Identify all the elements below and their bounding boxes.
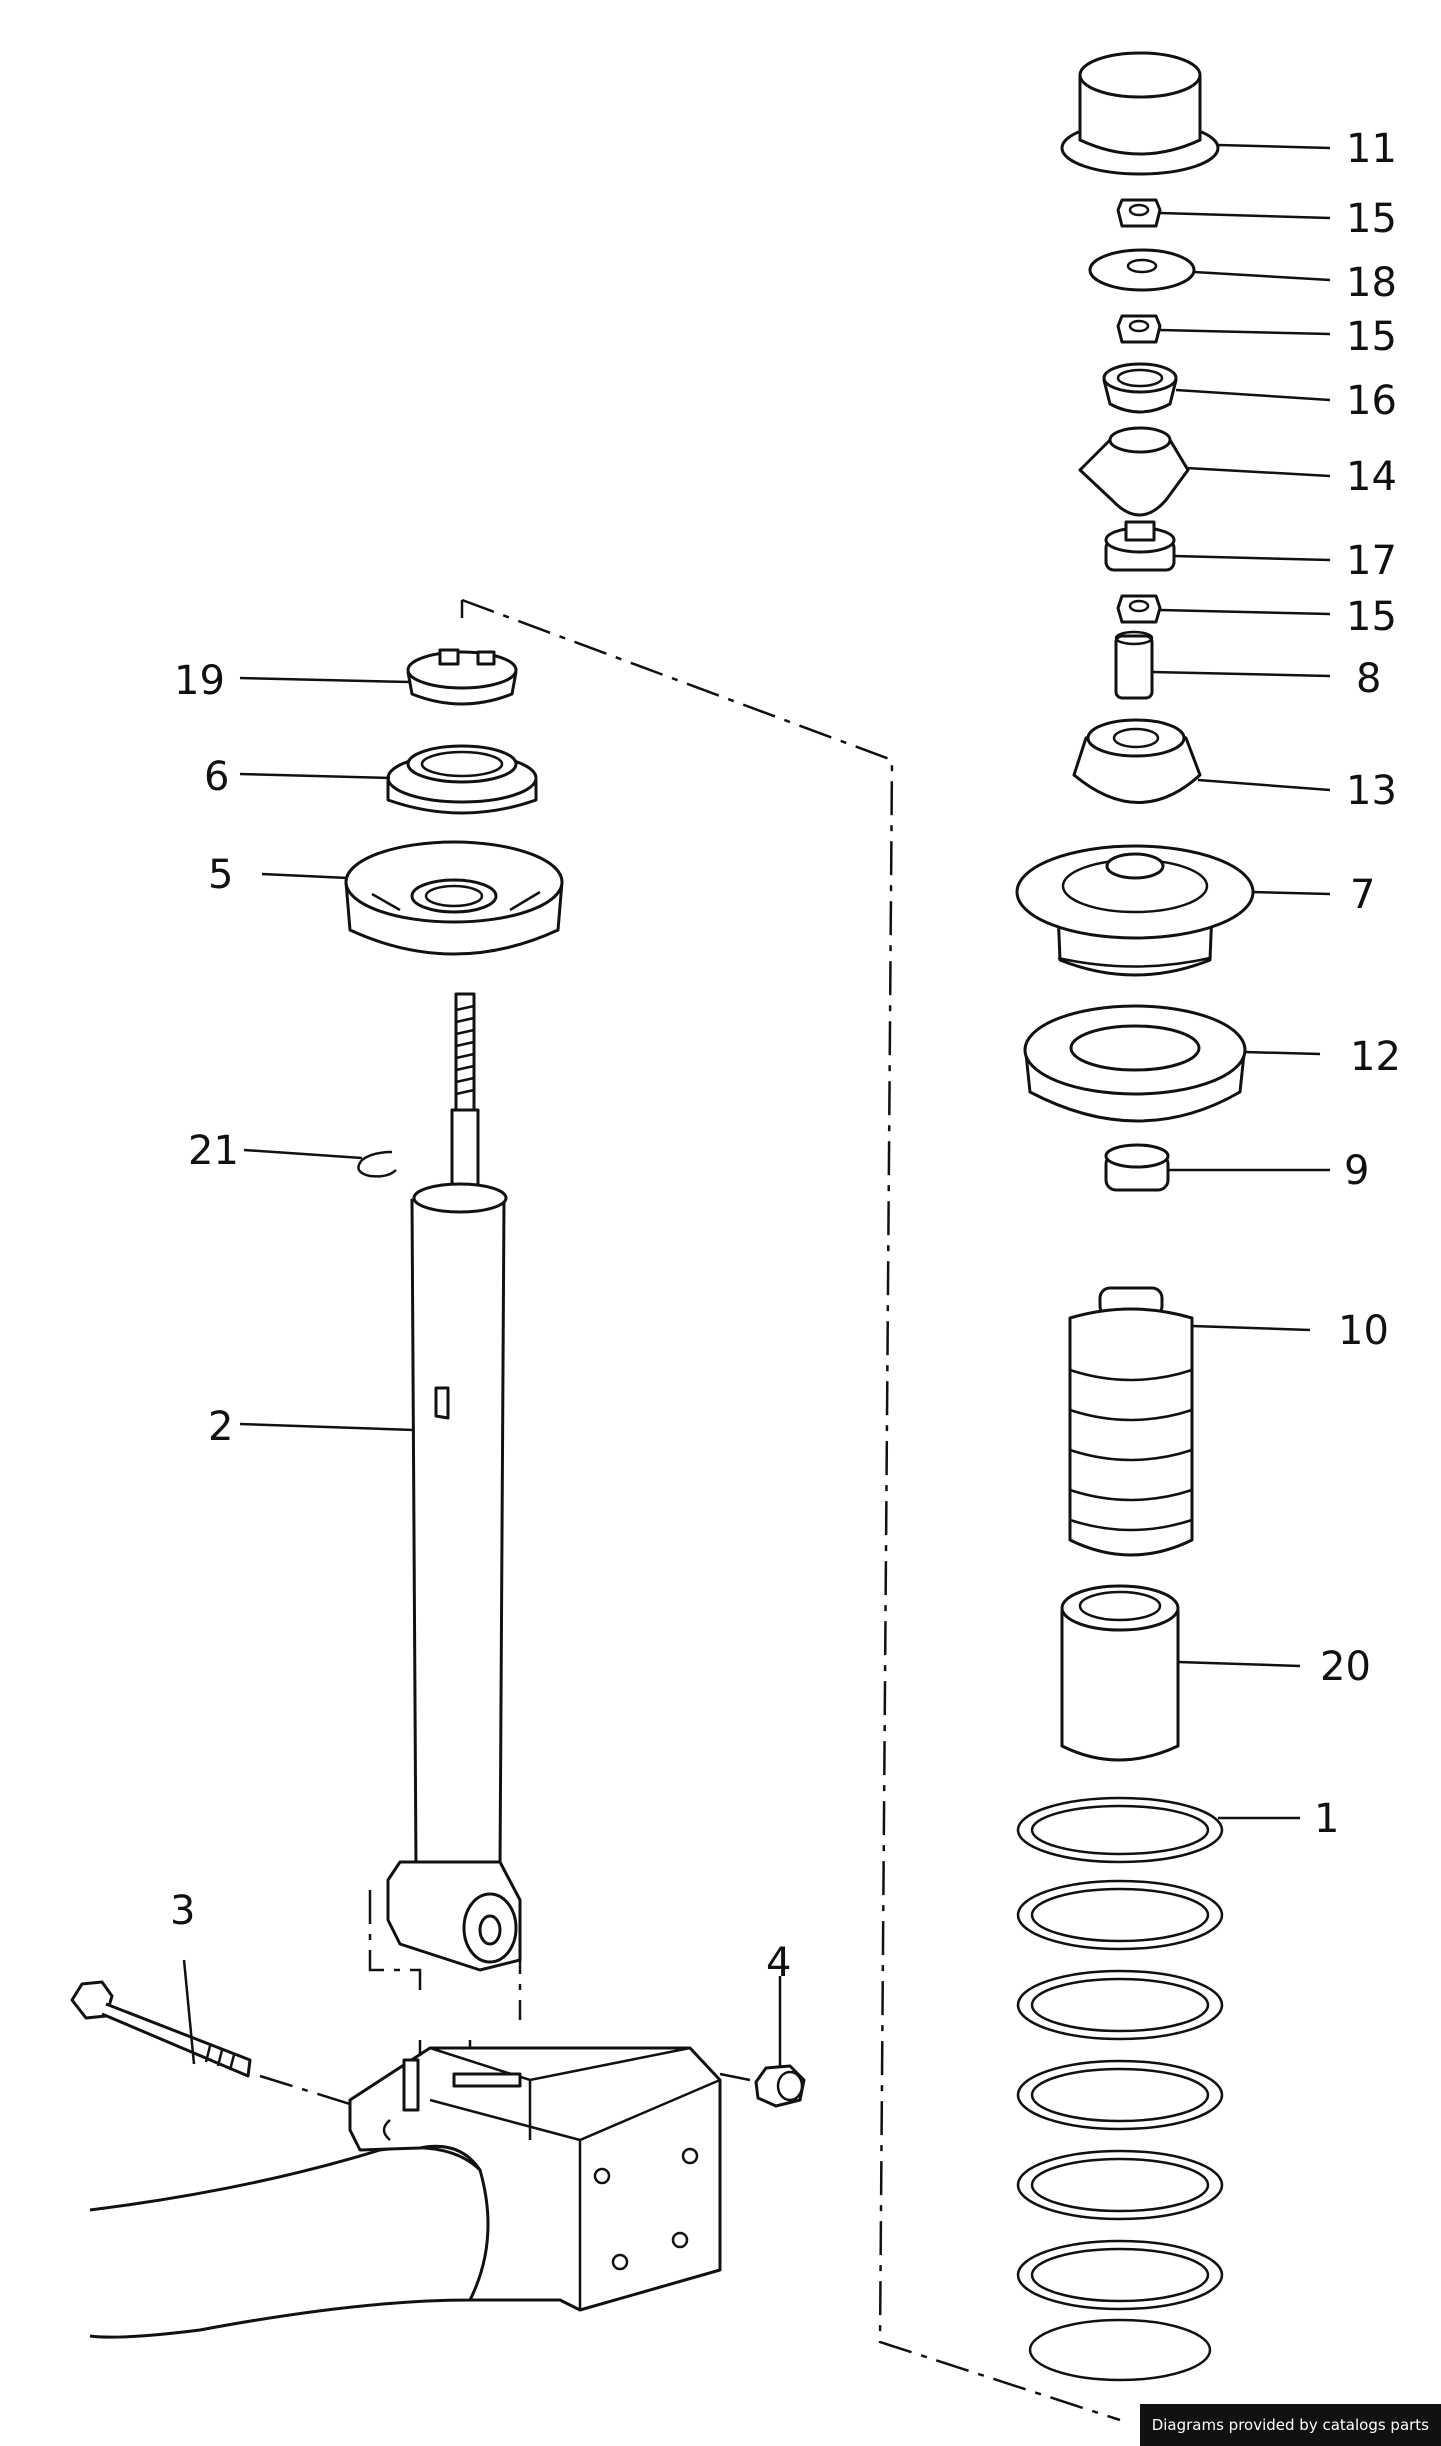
part-15-nut-lower	[1116, 594, 1162, 624]
callout-7: 7	[1350, 872, 1375, 918]
part-10-bump-stop	[1068, 1286, 1194, 1557]
part-21-circlip	[357, 1150, 397, 1178]
part-18-washer	[1088, 248, 1196, 292]
callout-1: 1	[1314, 1796, 1339, 1842]
credit-badge: Diagrams provided by catalogs parts	[1139, 2404, 1441, 2446]
part-19-slotted-nut	[406, 648, 518, 706]
part-6-bearing	[386, 744, 538, 815]
callout-17: 17	[1346, 538, 1397, 584]
callout-8: 8	[1356, 656, 1381, 702]
part-12-spring-pad	[1023, 1004, 1247, 1123]
callout-19: 19	[174, 658, 225, 704]
part-3-bolt	[70, 1980, 252, 2078]
callout-3: 3	[170, 1888, 195, 1934]
callout-4: 4	[766, 1940, 791, 1986]
callout-12: 12	[1350, 1034, 1401, 1080]
callout-16: 16	[1346, 378, 1397, 424]
eye-alignment-dash	[368, 1890, 522, 2070]
callout-14: 14	[1346, 454, 1397, 500]
part-7-strut-mount	[1015, 844, 1255, 977]
part-4-nut	[754, 2064, 806, 2108]
part-15-nut-middle	[1116, 314, 1162, 344]
bolt-alignment-dash	[259, 2074, 351, 2106]
callout-15-lower: 15	[1346, 594, 1397, 640]
nut-alignment-dash	[719, 2072, 751, 2082]
callout-2: 2	[208, 1404, 233, 1450]
part-20-protective-sleeve	[1060, 1584, 1180, 1762]
part-1-coil-spring	[1016, 1796, 1224, 2382]
part-16-bushing	[1102, 362, 1178, 414]
callout-6: 6	[204, 754, 229, 800]
callout-20: 20	[1320, 1644, 1371, 1690]
part-5-spring-seat	[344, 840, 564, 956]
part-13-rubber-mount	[1072, 718, 1202, 804]
callout-15-middle: 15	[1346, 314, 1397, 360]
callout-18: 18	[1346, 260, 1397, 306]
part-11-cap	[1060, 51, 1220, 176]
callout-13: 13	[1346, 768, 1397, 814]
axle-beam-bracket	[89, 2046, 722, 2339]
part-8-sleeve	[1114, 630, 1154, 700]
callout-10: 10	[1338, 1308, 1389, 1354]
part-15-nut-upper	[1116, 198, 1162, 228]
callout-11: 11	[1346, 126, 1397, 172]
callout-21: 21	[188, 1128, 239, 1174]
leader-lines	[182, 143, 1331, 2066]
part-2-shock-absorber	[386, 992, 522, 1972]
part-9-bushing	[1104, 1143, 1170, 1192]
callout-15-upper: 15	[1346, 196, 1397, 242]
part-14-rubber-mount	[1078, 426, 1190, 517]
callout-9: 9	[1344, 1148, 1369, 1194]
part-17-bushing	[1104, 520, 1176, 572]
callout-5: 5	[208, 852, 233, 898]
